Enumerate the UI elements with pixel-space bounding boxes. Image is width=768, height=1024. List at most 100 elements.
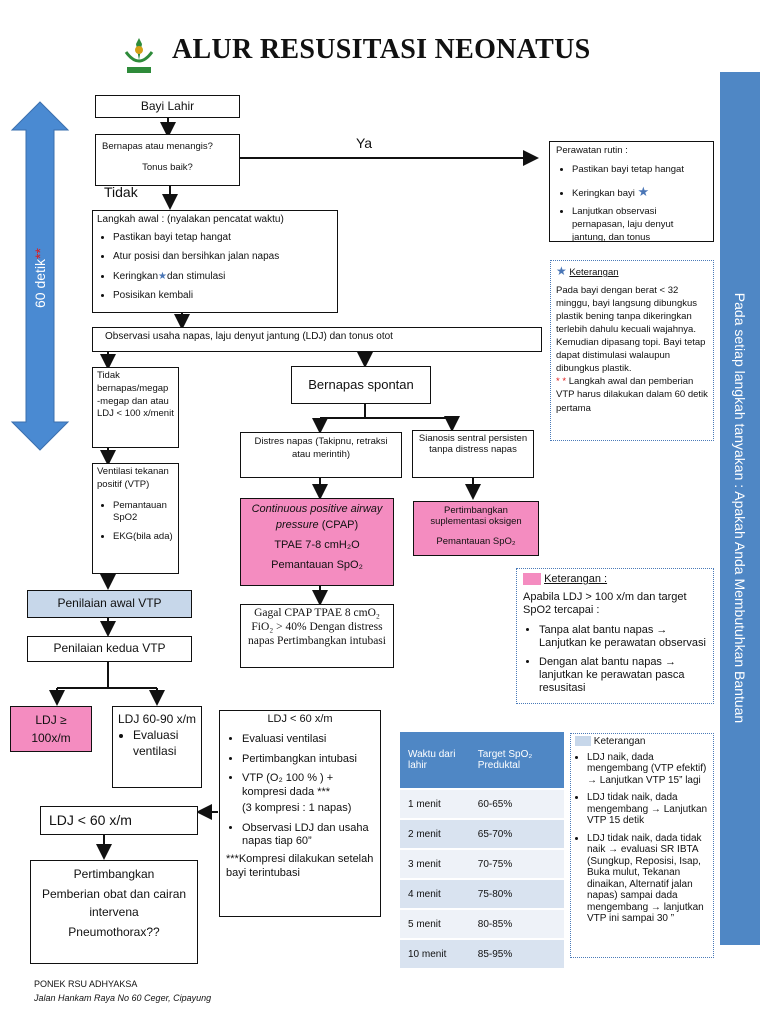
- perawatan-item-1: Pastikan bayi tetap hangat: [572, 164, 707, 177]
- keterangan-legend-box: Keterangan : Apabila LDJ > 100 x/m dan t…: [516, 568, 714, 704]
- langkah-awal-title: Langkah awal : (nyalakan pencatat waktu): [97, 214, 284, 225]
- perawatan-item-2: Keringkan bayi ★: [572, 183, 707, 201]
- ldj-100-label: LDJ ≥ 100x/m: [31, 713, 71, 745]
- vtp-item-2: EKG(bila ada): [113, 531, 174, 544]
- cpap-line1: Continuous positive airway pressure: [251, 503, 383, 531]
- cpap-line3: Pemantauan SpO₂: [271, 558, 363, 571]
- keterangan-prematur-box: ★ Keterangan Pada bayi dengan berat < 32…: [550, 260, 714, 441]
- keterangan3-item-3: LDJ tidak naik, dada tidak naik → evalua…: [587, 833, 709, 925]
- ldj-60-box: LDJ < 60 x/m: [40, 806, 198, 835]
- vtp-label: Ventilasi tekanan positif (VTP): [97, 466, 169, 490]
- langkah-awal-box: Langkah awal : (nyalakan pencatat waktu)…: [92, 210, 338, 313]
- suplementasi-line1: Pertimbangkan suplementasi oksigen: [430, 505, 522, 528]
- ldj60box-item-3: VTP (O₂ 100 % ) + kompresi dada ***: [242, 772, 374, 800]
- star-icon: ★: [158, 270, 167, 282]
- ldj-60-detail-box: LDJ < 60 x/m Evaluasi ventilasi Pertimba…: [219, 710, 381, 917]
- table-header-target: Target SpO₂ Preduktal: [469, 732, 564, 789]
- ldj-6090-title: LDJ 60-90 x/m: [117, 712, 197, 726]
- langkah-item-1: Pastikan bayi tetap hangat: [113, 231, 333, 245]
- footer-line1: PONEK RSU ADHYAKSA: [34, 979, 138, 989]
- side-banner-text: Pada setiap langkah tanyakan : Apakah An…: [732, 292, 748, 724]
- ldj60box-sub: (3 kompresi : 1 napas): [242, 801, 352, 814]
- keterangan1-body: Pada bayi dengan berat < 32 minggu, bayi…: [556, 284, 706, 375]
- suplementasi-line2: Pemantauan SpO₂: [436, 535, 516, 547]
- distres-napas-box: Distres napas (Takipnu, retraksi atau me…: [240, 432, 402, 478]
- side-banner: Pada setiap langkah tanyakan : Apakah An…: [720, 72, 760, 945]
- pertimbangkan-line2: Pneumothorax??: [68, 925, 160, 939]
- ldj-100-box: LDJ ≥ 100x/m: [10, 706, 92, 752]
- ldj60box-item-1: Evaluasi ventilasi: [242, 733, 374, 747]
- ldj-60-label: LDJ < 60 x/m: [49, 812, 132, 828]
- keterangan2-title: Keterangan :: [544, 573, 608, 585]
- cpap-box: Continuous positive airway pressure (CPA…: [240, 498, 394, 586]
- gagal-cpap-box: Gagal CPAP TPAE 8 cmO₂ FiO₂ > 40% Dengan…: [240, 604, 394, 668]
- keterangan3-item-1: LDJ naik, dada mengembang (VTP efektif) …: [587, 752, 709, 787]
- perawatan-rutin-title: Perawatan rutin :: [556, 145, 628, 156]
- keterangan2-item-1: Tanpa alat bantu napas → Lanjutkan ke pe…: [539, 624, 707, 650]
- pertimbangkan-title: Pertimbangkan: [73, 867, 155, 881]
- langkah-item-2: Atur posisi dan bersihkan jalan napas: [113, 250, 333, 264]
- keterangan3-item-2: LDJ tidak naik, dada mengembang → Lanjut…: [587, 792, 709, 827]
- vtp-box: Ventilasi tekanan positif (VTP) Pemantau…: [92, 463, 179, 574]
- distres-napas-label: Distres napas (Takipnu, retraksi atau me…: [254, 436, 388, 460]
- sianosis-box: Sianosis sentral persisten tanpa distres…: [412, 430, 534, 478]
- tidak-bernapas-box: Tidak bernapas/megap -megap dan atau LDJ…: [92, 367, 179, 448]
- cpap-abbr: (CPAP): [321, 518, 359, 531]
- langkah-item-3: Keringkan★dan stimulasi: [113, 270, 333, 284]
- question-line2: Tonus baik?: [142, 161, 193, 173]
- penilaian-kedua-box: Penilaian kedua VTP: [27, 636, 192, 662]
- penilaian-awal-label: Penilaian awal VTP: [57, 596, 162, 610]
- star-icon: ★: [637, 183, 650, 199]
- pertimbangkan-line1: Pemberian obat dan cairan intervena: [41, 887, 187, 919]
- timer-label: 60 detik: [32, 258, 48, 308]
- ya-label: Ya: [356, 135, 373, 151]
- langkah-item-4: Posisikan kembali: [113, 289, 333, 303]
- vtp-item-1: Pemantauan SpO2: [113, 500, 174, 526]
- perawatan-item-3: Lanjutkan observasi pernapasan, laju den…: [572, 206, 707, 244]
- timer-arrow: 60 detik**: [10, 100, 70, 452]
- keterangan1-body2: Langkah awal dan pemberian VTP harus dil…: [556, 376, 708, 414]
- keterangan3-title: Keterangan: [593, 736, 646, 747]
- timer-mark: **: [32, 248, 48, 259]
- ldj60box-item-2: Pertimbangkan intubasi: [242, 753, 374, 767]
- question-box: Bernapas atau menangis? Tonus baik?: [95, 134, 240, 186]
- observasi-box: Observasi usaha napas, laju denyut jantu…: [92, 327, 542, 352]
- keterangan2-item-2: Dengan alat bantu napas → lanjutkan ke p…: [539, 656, 707, 696]
- star-icon: ★: [556, 264, 567, 278]
- table-header-waktu: Waktu dari lahir: [400, 732, 470, 789]
- keterangan1-title: Keterangan: [569, 267, 619, 278]
- bayi-lahir-label: Bayi Lahir: [140, 99, 195, 113]
- tidak-label: Tidak: [104, 184, 138, 200]
- footer: PONEK RSU ADHYAKSA Jalan Hankam Raya No …: [34, 978, 211, 1005]
- gagal-cpap-label: Gagal CPAP TPAE 8 cmO₂ FiO₂ > 40% Dengan…: [248, 607, 386, 647]
- ldj-6090-item-1: Evaluasi ventilasi: [133, 727, 197, 759]
- light-blue-legend-swatch: [575, 736, 591, 747]
- penilaian-awal-box: Penilaian awal VTP: [27, 590, 192, 618]
- cpap-line2: TPAE 7-8 cmH₂O: [274, 538, 360, 551]
- ldj60box-title: LDJ < 60 x/m: [267, 713, 333, 725]
- tidak-bernapas-label: Tidak bernapas/megap -megap dan atau LDJ…: [97, 370, 174, 420]
- spo2-table: Waktu dari lahir Target SpO₂ Preduktal 1…: [400, 732, 564, 968]
- bayi-lahir-box: Bayi Lahir: [95, 95, 240, 118]
- pertimbangkan-box: Pertimbangkan Pemberian obat dan cairan …: [30, 860, 198, 964]
- suplementasi-box: Pertimbangkan suplementasi oksigen Peman…: [413, 501, 539, 556]
- logo: [118, 34, 160, 76]
- keterangan-vtp-box: Keterangan LDJ naik, dada mengembang (VT…: [570, 733, 714, 958]
- bernapas-spontan-box: Bernapas spontan: [291, 366, 431, 404]
- question-line1: Bernapas atau menangis?: [102, 141, 213, 152]
- ldj-6090-box: LDJ 60-90 x/m Evaluasi ventilasi: [112, 706, 202, 788]
- penilaian-kedua-label: Penilaian kedua VTP: [53, 641, 166, 655]
- sianosis-label: Sianosis sentral persisten tanpa distres…: [418, 433, 528, 456]
- observasi-label: Observasi usaha napas, laju denyut jantu…: [105, 331, 393, 342]
- perawatan-rutin-box: Perawatan rutin : Pastikan bayi tetap ha…: [549, 141, 714, 244]
- page-title: ALUR RESUSITASI NEONATUS: [172, 34, 591, 65]
- keterangan2-body: Apabila LDJ > 100 x/m dan target SpO2 te…: [523, 591, 687, 617]
- keterangan1-stars: * *: [556, 376, 567, 388]
- bernapas-spontan-label: Bernapas spontan: [308, 377, 414, 392]
- pink-legend-swatch: [523, 573, 541, 586]
